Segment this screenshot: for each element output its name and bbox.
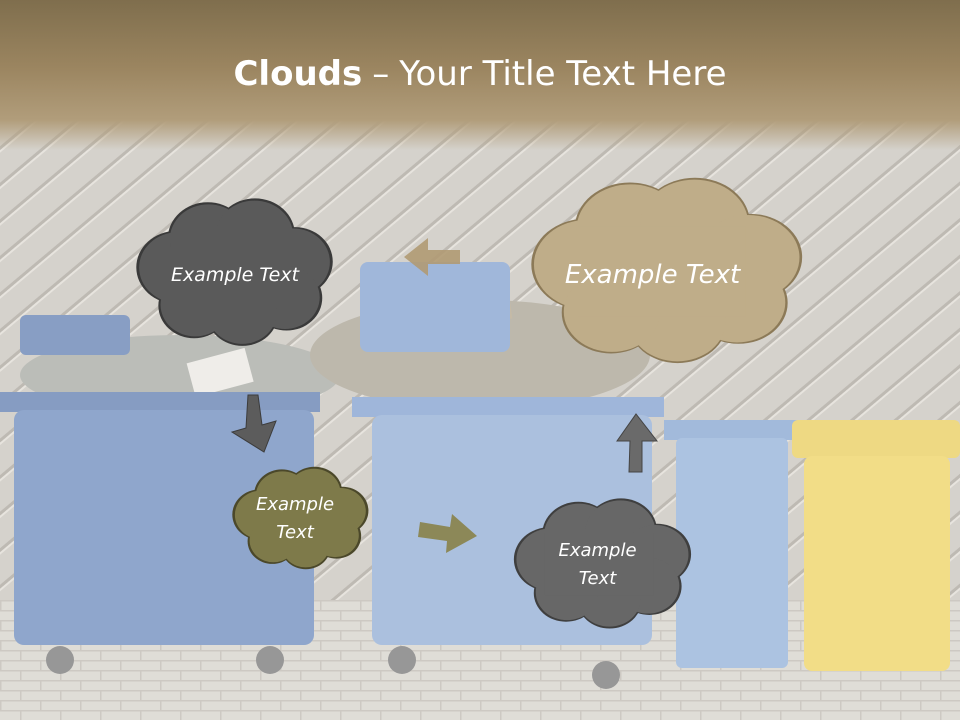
title-bar	[0, 0, 960, 150]
left-arrow-icon	[404, 238, 460, 276]
title-rest: Your Title Text Here	[399, 54, 727, 94]
up-arrow-icon	[616, 413, 659, 473]
cloud-top-left-text: Example Text	[170, 264, 300, 286]
title-separator: –	[372, 54, 390, 94]
slide-title[interactable]: Clouds–Your Title Text Here	[0, 52, 960, 96]
cloud-bottom-right-text: Example Text	[558, 540, 637, 589]
cloud-middle-left-text: Example Text	[255, 494, 335, 543]
down-arrow-icon	[230, 394, 277, 453]
title-bold-word: Clouds	[233, 54, 363, 94]
cloud-top-right-text: Example Text	[564, 260, 741, 290]
right-arrow-icon	[418, 514, 477, 553]
